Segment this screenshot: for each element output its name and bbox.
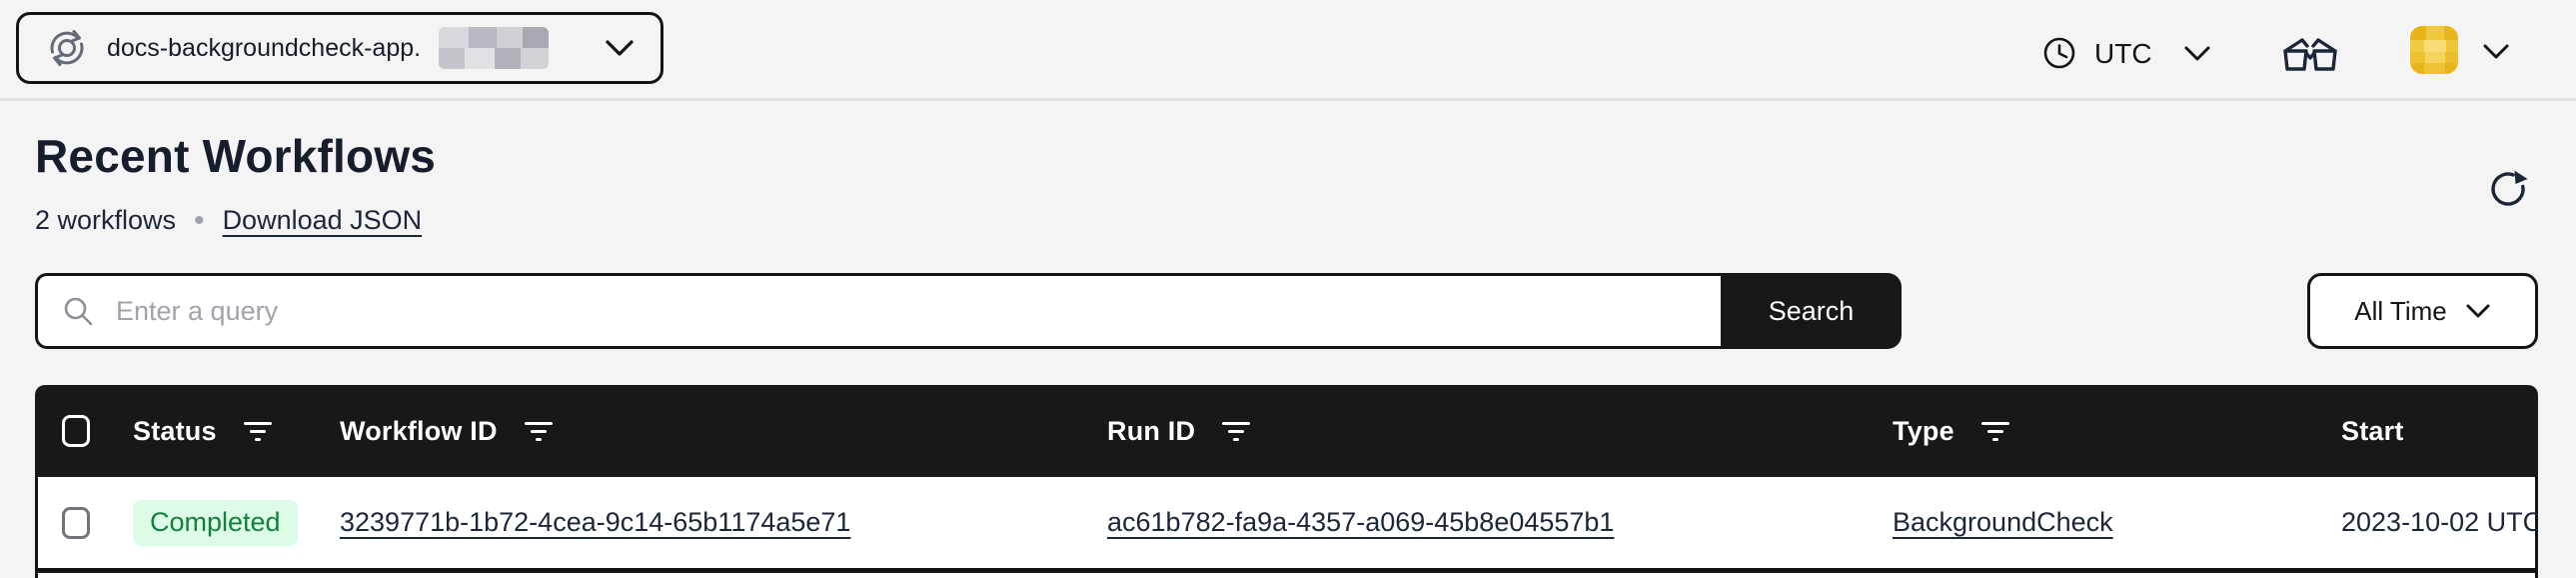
timezone-chevron-down-icon[interactable] [2183, 45, 2211, 62]
workflow-id-link[interactable]: 3239771b-1b72-4cea-9c14-65b1174a5e71 [340, 507, 851, 537]
filter-icon[interactable] [1221, 421, 1251, 442]
timezone-label[interactable]: UTC [2094, 38, 2152, 69]
row-select-cell [62, 477, 90, 568]
column-header-type[interactable]: Type [1893, 385, 2010, 477]
workflow-id-cell: 3239771b-1b72-4cea-9c14-65b1174a5e71 [340, 477, 850, 568]
refresh-icon [2486, 166, 2530, 210]
namespace-selector[interactable]: docs-backgroundcheck-app. [16, 12, 663, 84]
namespace-sync-icon [45, 26, 89, 70]
workflow-count: 2 workflows [35, 205, 177, 235]
query-input-container [35, 273, 1724, 349]
status-cell: Completed [133, 477, 298, 568]
filter-icon[interactable] [1980, 421, 2010, 442]
query-input[interactable] [114, 294, 1724, 328]
time-range-value: All Time [2354, 295, 2447, 326]
search-icon [62, 295, 94, 327]
row-checkbox[interactable] [62, 506, 90, 539]
workflow-count-line: 2 workflows • Download JSON [35, 205, 422, 236]
namespace-redacted-blur [439, 27, 550, 69]
table-row: Completed 3239771b-1b72-4cea-9c14-65b117… [35, 477, 2538, 568]
chevron-down-icon [605, 39, 635, 57]
start-time: 2023-10-02 UTC [2341, 507, 2538, 537]
workflows-table: Status Workflow ID [35, 385, 2538, 578]
separator-dot: • [194, 203, 205, 237]
avatar[interactable] [2410, 26, 2458, 74]
column-header-workflow-id[interactable]: Workflow ID [340, 385, 554, 477]
namespace-label: docs-backgroundcheck-app. [107, 33, 422, 62]
table-header-row: Status Workflow ID [35, 385, 2538, 477]
refresh-button[interactable] [2482, 162, 2534, 214]
filter-icon[interactable] [243, 421, 273, 442]
run-id-cell: ac61b782-fa9a-4357-a069-45b8e04557b1 [1107, 477, 1614, 568]
column-header-run-id[interactable]: Run ID [1107, 385, 1251, 477]
search-button[interactable]: Search [1721, 273, 1902, 349]
column-header-start[interactable]: Start [2341, 415, 2404, 446]
row-divider [35, 568, 2538, 573]
account-chevron-down-icon[interactable] [2482, 43, 2510, 60]
column-header-status[interactable]: Status [133, 385, 273, 477]
start-cell: 2023-10-02 UTC [2341, 477, 2538, 568]
time-range-chevron-down-icon [2465, 303, 2491, 319]
page-title: Recent Workflows [35, 130, 437, 182]
download-json-link[interactable]: Download JSON [222, 205, 423, 235]
labs-glasses-icon[interactable] [2282, 36, 2338, 72]
filter-icon[interactable] [524, 421, 554, 442]
select-all-cell [62, 385, 90, 477]
time-range-filter[interactable]: All Time [2307, 273, 2538, 349]
workflow-type-link[interactable]: BackgroundCheck [1893, 507, 2113, 537]
select-all-checkbox[interactable] [62, 415, 90, 447]
type-cell: BackgroundCheck [1893, 477, 2113, 568]
next-row-partial [35, 573, 2538, 578]
status-badge: Completed [133, 499, 298, 546]
clock-icon [2042, 36, 2076, 70]
top-bar: docs-backgroundcheck-app. [0, 0, 2576, 101]
run-id-link[interactable]: ac61b782-fa9a-4357-a069-45b8e04557b1 [1107, 507, 1615, 537]
